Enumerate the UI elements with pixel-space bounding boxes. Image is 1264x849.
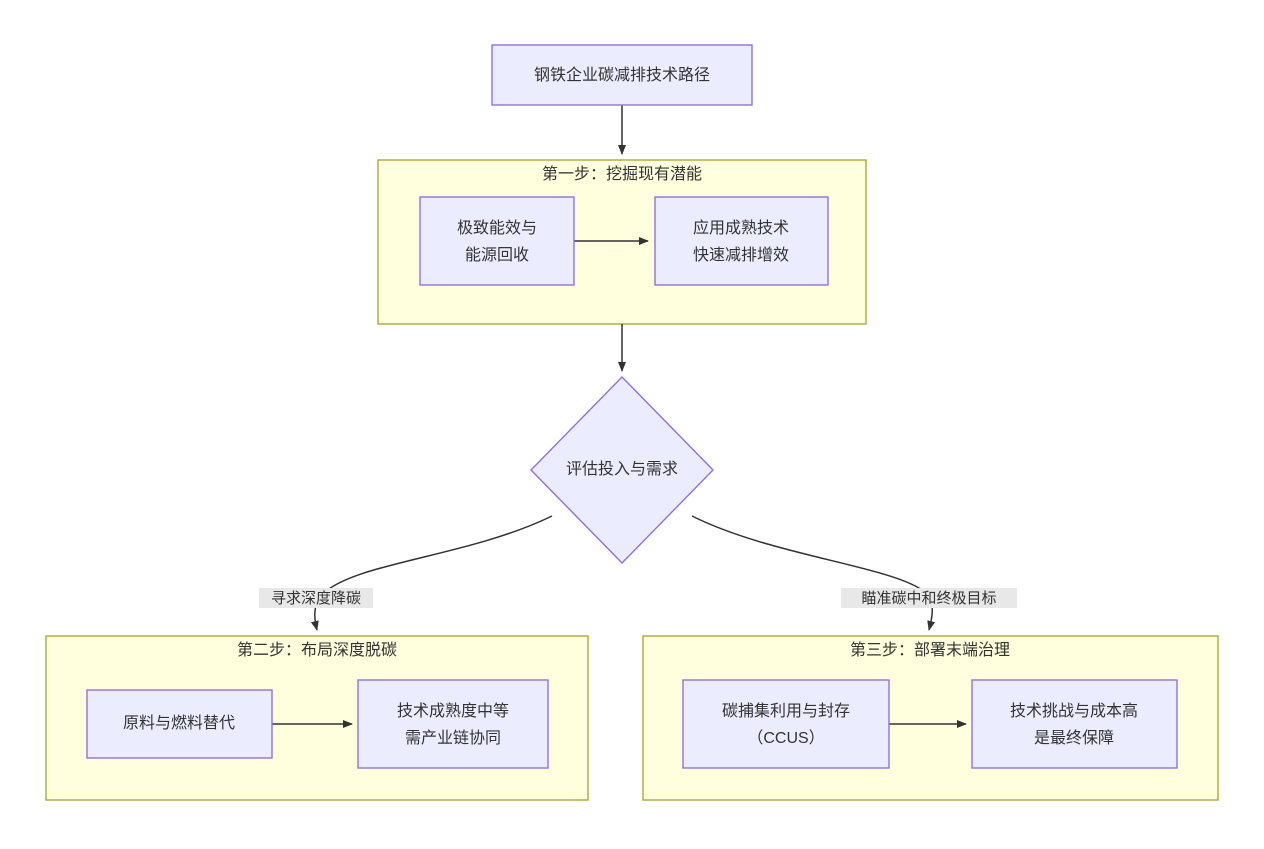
node-assess[interactable]: 评估投入与需求 [530, 375, 714, 565]
edge-label-left-bg [259, 588, 373, 608]
node-root-label: 钢铁企业碳减排技术路径 [534, 66, 710, 84]
node-s1a-label-line1: 极致能效与 [457, 219, 537, 237]
node-assess-shape[interactable] [530, 375, 714, 565]
node-root-box[interactable] [491, 44, 753, 106]
edge-assess-to-step2 [310, 515, 553, 631]
edge-label-left-text: 寻求深度降碳 [271, 590, 361, 607]
node-s3b-box[interactable] [971, 679, 1178, 769]
node-s3b-label-line1: 技术挑战与成本高 [1010, 702, 1138, 720]
node-s3a[interactable]: 碳捕集利用与封存 （CCUS） [682, 679, 890, 769]
cluster-step2-title: 第二步：布局深度脱碳 [237, 641, 397, 659]
node-s1a[interactable]: 极致能效与 能源回收 [419, 196, 575, 286]
node-s2b[interactable]: 技术成熟度中等 需产业链协同 [357, 679, 549, 769]
node-s3b[interactable]: 技术挑战与成本高 是最终保障 [971, 679, 1178, 769]
node-assess-label: 评估投入与需求 [566, 460, 678, 478]
node-s3b-label-line2: 是最终保障 [1034, 729, 1114, 747]
edge-label-right-bg [841, 588, 1017, 608]
node-s1b-label-line2: 快速减排增效 [693, 246, 789, 264]
node-s1b[interactable]: 应用成熟技术 快速减排增效 [654, 196, 829, 286]
node-s2a-box[interactable] [86, 689, 273, 759]
edge-assess-to-step3 [691, 515, 936, 631]
node-s2b-box[interactable] [357, 679, 549, 769]
cluster-step3-title: 第三步：部署末端治理 [850, 641, 1010, 659]
node-s1b-label-line1: 应用成熟技术 [693, 218, 789, 237]
node-s3a-label-line2: （CCUS） [747, 729, 824, 747]
edge-label-right-text: 瞄准碳中和终极目标 [861, 590, 996, 607]
node-s2b-label-line2: 需产业链协同 [405, 729, 501, 747]
edge-label-right: 瞄准碳中和终极目标 [841, 588, 1017, 608]
node-s3a-box[interactable] [682, 679, 890, 769]
node-s3a-label-line1: 碳捕集利用与封存 [722, 702, 850, 720]
cluster-step1-title: 第一步：挖掘现有潜能 [542, 165, 702, 183]
edge-label-left: 寻求深度降碳 [259, 588, 373, 608]
node-s1a-box[interactable] [419, 196, 575, 286]
node-s1a-label-line2: 能源回收 [465, 246, 529, 264]
node-s2a-label-line1: 原料与燃料替代 [123, 714, 235, 732]
node-s2a[interactable]: 原料与燃料替代 [86, 689, 273, 759]
node-root[interactable]: 钢铁企业碳减排技术路径 [491, 44, 753, 106]
node-s2b-label-line1: 技术成熟度中等 [397, 702, 509, 720]
node-s1b-box[interactable] [654, 196, 829, 286]
